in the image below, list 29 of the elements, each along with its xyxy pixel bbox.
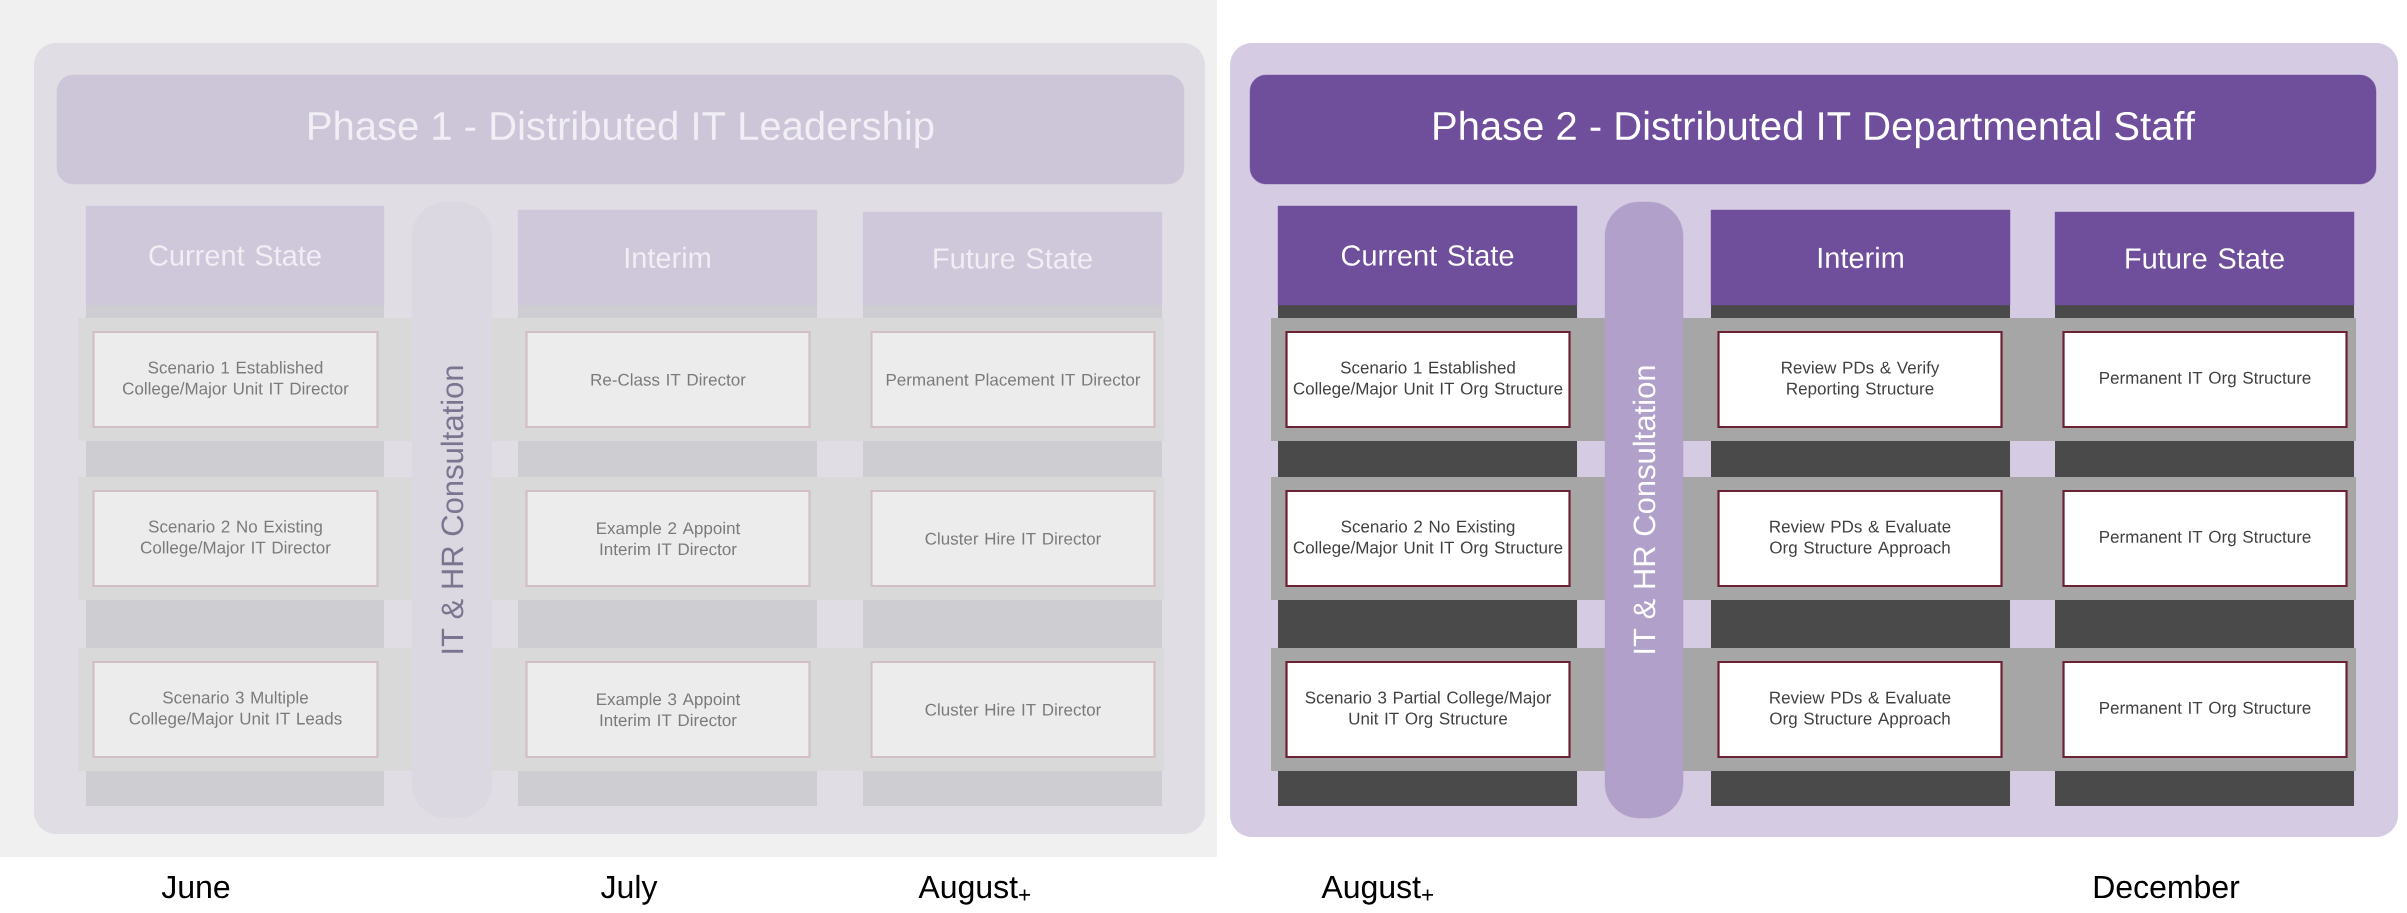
process-box: Scenario 3 Multiple College/Major Unit IT Leads — [92, 660, 379, 759]
process-box: Scenario 3 Partial College/Major Unit IT Org Structure — [1285, 660, 1571, 759]
process-box: Example 3 Appoint Interim IT Director — [525, 660, 811, 759]
process-box: Review PDs & Evaluate Org Structure Approach — [1717, 660, 2003, 759]
month-label: August$_{+}$ — [1321, 876, 1433, 905]
process-box: Cluster Hire IT Director — [870, 489, 1156, 588]
process-box: Review PDs & Verify Reporting Structure — [1717, 330, 2003, 429]
title-banner: Phase 2 - Distributed IT Departmental Staff — [1249, 74, 2377, 185]
process-box: Cluster Hire IT Director — [870, 660, 1156, 759]
process-box: Permanent IT Org Structure — [2062, 330, 2348, 429]
vertical-band: IT & HR Consultation — [411, 201, 493, 819]
process-box: Scenario 2 No Existing College/Major IT Director — [92, 489, 379, 588]
column-header: Interim — [1710, 209, 2011, 306]
vertical-band: IT & HR Consultation — [1604, 201, 1684, 819]
column-header: Future State — [2054, 211, 2355, 306]
process-box: Permanent IT Org Structure — [2062, 660, 2348, 759]
month-label: August$_{+}$ — [918, 876, 1030, 905]
process-box: Example 2 Appoint Interim IT Director — [525, 489, 811, 588]
process-box: Scenario 2 No Existing College/Major Unit IT Org Structure — [1285, 489, 1571, 588]
process-box: Permanent IT Org Structure — [2062, 489, 2348, 588]
process-box: Re-Class IT Director — [525, 330, 811, 429]
process-box: Review PDs & Evaluate Org Structure Approach — [1717, 489, 2003, 588]
month-label: June — [161, 876, 230, 899]
month-label: December — [2094, 874, 2240, 899]
month-label: July — [601, 874, 658, 905]
process-box: Permanent Placement IT Director — [870, 330, 1156, 429]
process-box: Scenario 1 Established College/Major Unit IT Org Structure — [1285, 330, 1571, 429]
column-header: Current State — [1277, 205, 1578, 306]
process-box: Scenario 1 Established College/Major Unit IT Director — [92, 330, 379, 429]
